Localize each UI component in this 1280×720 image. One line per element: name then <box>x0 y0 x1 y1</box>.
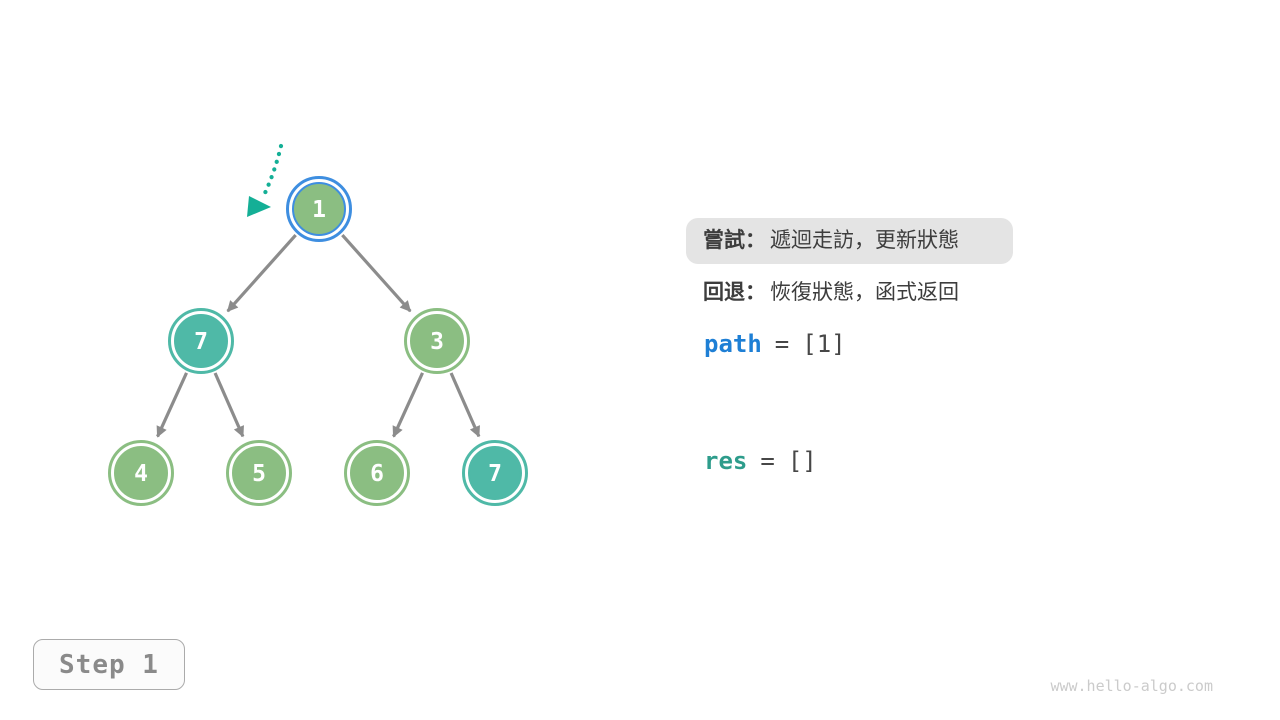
binary-tree-diagram: 1 7 3 4 5 6 7 <box>108 143 528 506</box>
tree-node-5: 5 <box>226 440 292 506</box>
current-node-pointer-icon <box>247 143 284 217</box>
tree-node-value: 1 <box>312 197 326 223</box>
tree-edge <box>449 372 481 438</box>
back-text: 恢復狀態，函式返回 <box>770 281 959 304</box>
tree-node-value: 7 <box>488 461 502 487</box>
try-row: 嘗試：遞迴走訪，更新狀態 <box>686 218 1013 264</box>
tree-node-6: 6 <box>344 440 410 506</box>
try-label: 嘗試： <box>703 229 766 252</box>
tree-node-7: 7 <box>168 308 234 374</box>
res-value: [] <box>787 447 817 475</box>
res-variable-row: res = [] <box>704 446 817 476</box>
try-text: 遞迴走訪，更新狀態 <box>770 229 959 252</box>
watermark-text: www.hello-algo.com <box>1050 677 1213 695</box>
path-value: [1] <box>802 330 846 358</box>
tree-node-value: 6 <box>370 461 384 487</box>
step-label: Step 1 <box>59 649 159 680</box>
back-row: 回退：恢復狀態，函式返回 <box>703 280 959 306</box>
tree-edge <box>213 372 245 438</box>
tree-node-1: 1 <box>286 176 352 242</box>
tree-edge <box>392 372 424 438</box>
tree-node-7: 7 <box>462 440 528 506</box>
tree-node-value: 4 <box>134 461 148 487</box>
tree-node-value: 7 <box>194 329 208 355</box>
tree-node-value: 3 <box>430 329 444 355</box>
res-equals: = <box>760 447 775 475</box>
back-label: 回退： <box>703 281 766 304</box>
tree-node-value: 5 <box>252 461 266 487</box>
res-var: res <box>704 447 748 475</box>
path-variable-row: path = [1] <box>704 329 846 359</box>
path-equals: = <box>774 330 790 358</box>
tree-edge <box>226 234 297 313</box>
tree-edge <box>156 372 188 438</box>
tree-edge <box>341 234 412 313</box>
step-badge: Step 1 <box>33 639 185 690</box>
tree-node-3: 3 <box>404 308 470 374</box>
path-var: path <box>704 330 762 358</box>
tree-node-4: 4 <box>108 440 174 506</box>
